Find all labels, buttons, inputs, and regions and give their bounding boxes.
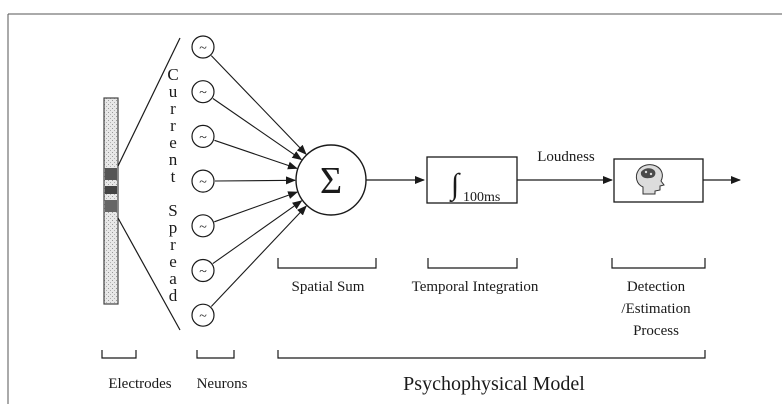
neuron-connection-arrow [212, 200, 303, 265]
current-spread-letter: e [169, 133, 177, 152]
neuron-node: ~ [191, 258, 215, 283]
neuron-node: ~ [191, 124, 215, 148]
current-spread-letter: n [169, 150, 178, 169]
neuron-connection-arrow [210, 55, 307, 155]
electrode-contact [105, 200, 117, 212]
integral-symbol: ∫ [449, 168, 461, 203]
electrodes-label: Electrodes [108, 376, 171, 392]
neurons-bracket [196, 350, 235, 359]
temporal-integration-label: Temporal Integration [412, 279, 539, 295]
detection-bracket [611, 258, 706, 269]
electrode-contact [105, 168, 117, 180]
current-spread-letter: p [169, 218, 178, 237]
neuron-connections [210, 55, 307, 307]
current-spread-letter: a [169, 269, 177, 288]
detection-label-line2: /Estimation [621, 301, 691, 317]
neuron-node: ~ [191, 214, 215, 238]
neuron-node: ~ [191, 80, 215, 104]
integral-subscript: 100ms [463, 190, 500, 205]
current-spread-letter: C [167, 65, 178, 84]
neuron-node: ~ [191, 303, 215, 327]
temporal-integration-bracket [427, 258, 518, 269]
current-spread-letter: d [169, 286, 178, 305]
loudness-label: Loudness [537, 149, 595, 165]
detection-label-line1: Detection [627, 279, 686, 295]
neuron-node: ~ [191, 35, 215, 59]
neuron-symbol: ~ [199, 309, 207, 324]
current-spread-letter: u [169, 82, 178, 101]
psychophysical-model-label: Psychophysical Model [403, 373, 585, 395]
neuron-connection-arrow [212, 98, 303, 161]
neuron-connection-arrow [214, 191, 299, 223]
current-spread-letter: S [168, 201, 177, 220]
spatial-sum-bracket [277, 258, 377, 269]
neuron-symbol: ~ [199, 265, 207, 280]
neuron-node: ~ [191, 169, 215, 193]
current-spread-upper-line [117, 37, 181, 167]
sum-symbol: Σ [320, 160, 342, 202]
temporal-integrator-box: ∫ 100ms [426, 156, 518, 205]
neuron-symbol: ~ [199, 220, 207, 235]
detection-label-line3: Process [633, 323, 679, 339]
current-spread-letter: r [170, 235, 176, 254]
current-spread-letter: t [171, 167, 176, 186]
neuron-connection-arrow [214, 176, 296, 185]
electrode-contact [105, 186, 117, 194]
psychophysical-model-bracket [277, 350, 706, 359]
electrodes-bracket [101, 350, 137, 359]
neuron-column: ~ ~ ~ ~ ~ ~ ~ [191, 35, 215, 327]
detection-box [613, 158, 704, 203]
electrode-array [103, 97, 119, 305]
current-spread-letter: r [170, 99, 176, 118]
spatial-sum-node: Σ [295, 144, 367, 216]
spatial-sum-label: Spatial Sum [292, 279, 365, 295]
neurons-label: Neurons [197, 376, 248, 392]
current-spread-letter: r [170, 116, 176, 135]
neuron-symbol: ~ [199, 175, 207, 190]
neuron-symbol: ~ [199, 41, 207, 56]
neuron-symbol: ~ [199, 86, 207, 101]
neuron-connection-arrow [210, 205, 307, 307]
current-spread-lower-line [117, 217, 181, 331]
current-spread-letter: e [169, 252, 177, 271]
head-with-brain-icon [635, 164, 665, 195]
neuron-symbol: ~ [199, 130, 207, 145]
neuron-connection-arrow [214, 139, 298, 170]
